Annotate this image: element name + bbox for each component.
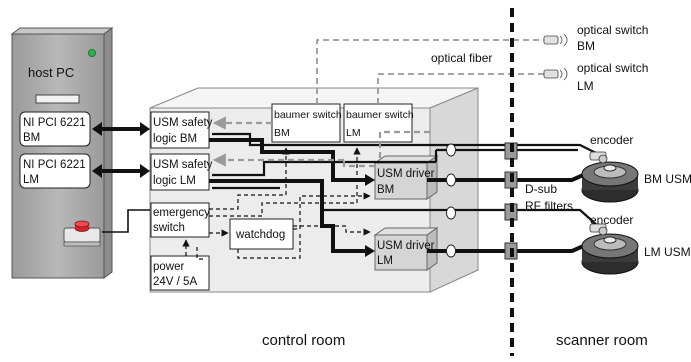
usm-driver-bm: USM driver BM (373, 155, 439, 200)
cable-arrowheads (92, 122, 375, 257)
optical-dashed-gray (212, 116, 430, 168)
svg-text:LM: LM (377, 255, 393, 267)
ni-pci-card-lm: NI PCI 6221 LM (19, 153, 91, 189)
svg-text:USM safety: USM safety (153, 117, 213, 129)
svg-text:BM: BM (577, 39, 595, 53)
optical-switch-bm-icon (543, 33, 568, 47)
svg-text:24V / 5A: 24V / 5A (153, 276, 197, 288)
host-pc: host PC NI PCI 6221 BM NI PCI 6221 LM (10, 27, 114, 279)
svg-text:BM: BM (377, 184, 394, 196)
svg-text:emergency: emergency (153, 207, 210, 219)
emergency-cable (102, 209, 150, 233)
svg-text:USM driver: USM driver (377, 240, 435, 252)
bm-usm-motor-icon (581, 161, 639, 203)
status-led (88, 49, 97, 58)
svg-text:optical switch: optical switch (577, 23, 648, 37)
svg-text:NI PCI 6221: NI PCI 6221 (23, 117, 86, 129)
svg-text:watchdog: watchdog (235, 229, 285, 241)
encoder-bm-icon (589, 151, 608, 164)
optical-fiber-label: optical fiber (431, 51, 492, 65)
svg-text:logic BM: logic BM (153, 133, 197, 145)
encoder-lm-label: encoder (590, 213, 633, 227)
connector-ports (446, 143, 456, 258)
encoder-bm-label: encoder (590, 133, 633, 147)
svg-text:power: power (153, 261, 184, 273)
drive-slot (35, 94, 80, 104)
optical-fiber-lines (316, 39, 544, 104)
optical-switch-bm-label: optical switch BM (577, 23, 648, 53)
svg-text:LM: LM (23, 174, 39, 186)
scanner-room-label: scanner room (556, 332, 648, 349)
svg-text:LM: LM (577, 79, 594, 93)
baumer-switch-lm: baumer switch LM (343, 103, 414, 143)
power-box: power 24V / 5A (150, 255, 210, 291)
emergency-switch-box: emergency switch (150, 202, 210, 238)
usm-safety-logic-lm: USM safety logic LM (150, 153, 213, 191)
svg-text:baumer switch: baumer switch (274, 109, 342, 121)
ni-pci-card-bm: NI PCI 6221 BM (19, 111, 91, 147)
bm-usm-label: BM USM (644, 172, 691, 186)
svg-text:baumer switch: baumer switch (346, 109, 414, 121)
watchdog-box: watchdog (229, 218, 294, 250)
host-pc-title: host PC (28, 65, 74, 80)
baumer-switch-bm: baumer switch BM (271, 103, 342, 143)
svg-text:LM: LM (346, 127, 361, 139)
encoder-lm-icon (589, 223, 608, 236)
dsub-label: D-sub RF filters (525, 182, 573, 213)
usm-safety-logic-bm: USM safety logic BM (150, 111, 213, 149)
lm-usm-label: LM USM (644, 245, 691, 259)
optical-switch-lm-label: optical switch LM (577, 61, 648, 93)
emergency-button-icon (63, 220, 101, 247)
lm-usm-motor-icon (581, 233, 639, 275)
control-signals (182, 147, 371, 260)
control-room-label: control room (262, 332, 345, 349)
svg-text:USM driver: USM driver (377, 168, 435, 180)
svg-text:switch: switch (153, 222, 185, 234)
svg-text:BM: BM (23, 132, 40, 144)
svg-text:USM safety: USM safety (153, 159, 213, 171)
svg-text:NI PCI 6221: NI PCI 6221 (23, 159, 86, 171)
optical-switch-lm-icon (543, 67, 568, 81)
svg-text:RF filters: RF filters (525, 199, 573, 213)
svg-text:BM: BM (274, 127, 290, 139)
svg-text:D-sub: D-sub (525, 182, 557, 196)
svg-text:logic LM: logic LM (153, 175, 196, 187)
svg-text:optical switch: optical switch (577, 61, 648, 75)
